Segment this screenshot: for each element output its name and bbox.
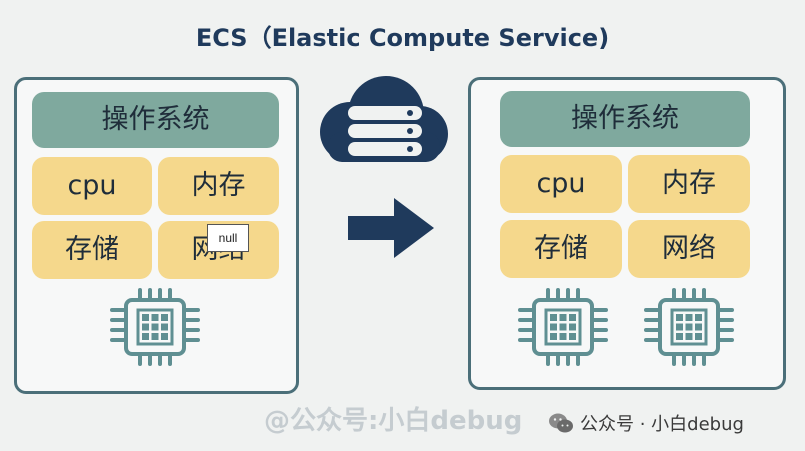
right-arrow-icon (348, 198, 434, 258)
right-cpu-chip-2-icon (644, 288, 734, 366)
right-os-label: 操作系统 (500, 91, 750, 147)
left-cpu-chip-icon (110, 288, 200, 366)
right-cpu-chip-1-icon (518, 288, 608, 366)
right-memory-cell: 内存 (628, 155, 750, 213)
watermark-large: @公众号:小白debug (264, 406, 523, 436)
left-storage-cell: 存储 (32, 221, 152, 279)
watermark-small-text: 公众号 · 小白debug (580, 414, 744, 435)
right-cpu-cell: cpu (500, 155, 622, 213)
watermark-small: 公众号 · 小白debug (548, 410, 744, 436)
left-memory-cell: 内存 (158, 157, 279, 215)
left-cpu-cell: cpu (32, 157, 152, 215)
null-tooltip: null (207, 224, 249, 252)
right-network-cell: 网络 (628, 220, 750, 278)
left-os-label: 操作系统 (32, 92, 279, 148)
cloud-server-icon (320, 76, 448, 162)
wechat-icon (549, 413, 573, 433)
right-storage-cell: 存储 (500, 220, 622, 278)
diagram-title: ECS（Elastic Compute Service) (195, 24, 610, 52)
